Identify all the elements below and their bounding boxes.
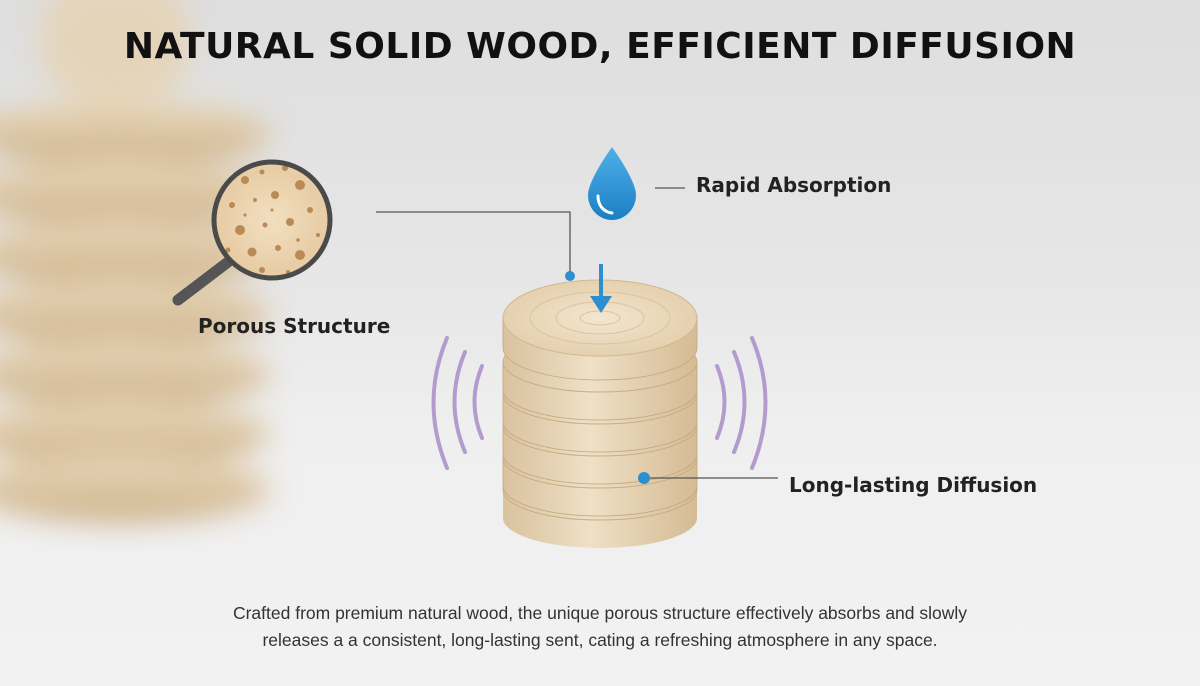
- diffusion-waves-icon: [431, 336, 768, 470]
- description-line-1: Crafted from premium natural wood, the u…: [232, 603, 968, 623]
- description-line-2: releases a a consistent, long-lasting se…: [262, 630, 938, 650]
- water-drop-icon: [588, 147, 636, 220]
- down-arrow-icon: [590, 264, 612, 313]
- wood-disc-stack: [502, 279, 698, 548]
- rapid-absorption-label: Rapid Absorption: [696, 173, 892, 197]
- porous-structure-label: Porous Structure: [198, 314, 391, 338]
- description-text: Crafted from premium natural wood, the u…: [150, 600, 1050, 654]
- long-lasting-diffusion-label: Long-lasting Diffusion: [789, 473, 1038, 497]
- magnifier-icon: [172, 159, 333, 306]
- page-title: NATURAL SOLID WOOD, EFFICIENT DIFFUSION: [123, 26, 1077, 67]
